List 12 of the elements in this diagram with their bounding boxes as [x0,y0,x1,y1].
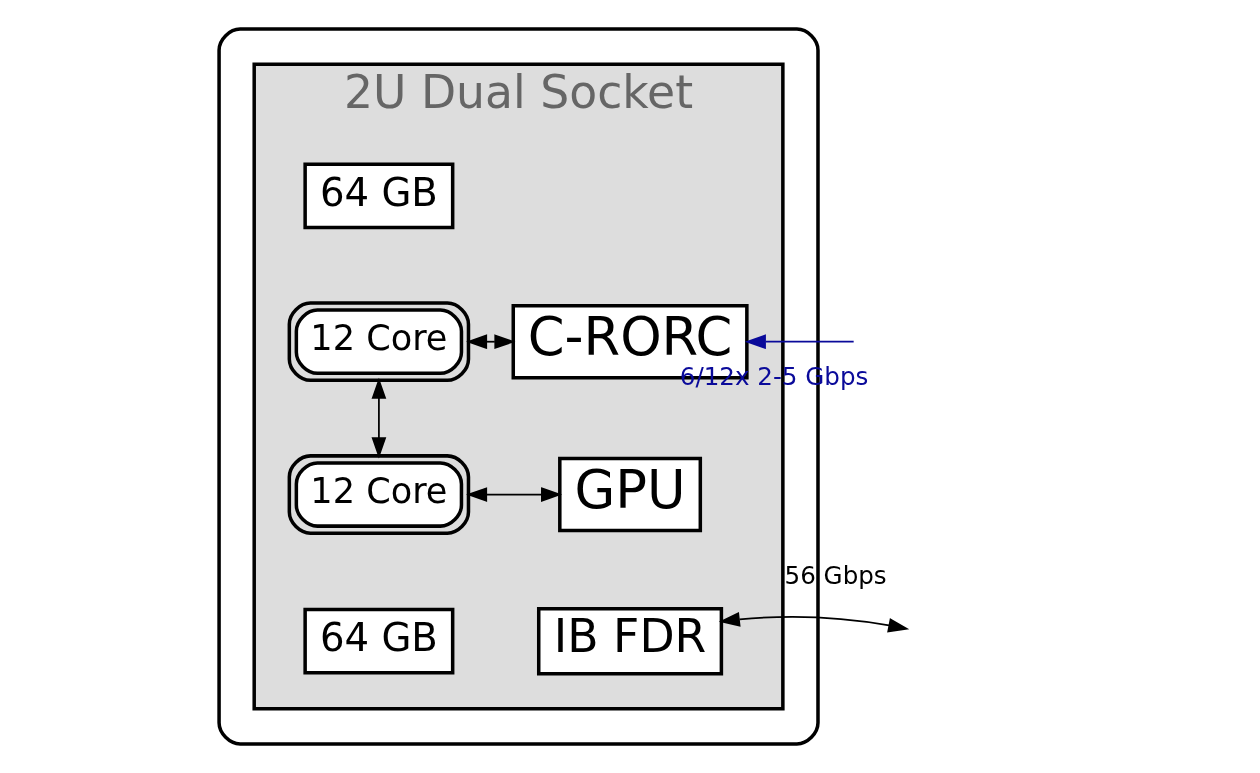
node-box: 64 GB [302,162,454,230]
arrow [465,487,562,502]
node-box: 64 GB [302,607,454,675]
node-box: GPU [557,456,702,533]
node-box: 12 Core [287,301,470,383]
arrow [718,612,909,633]
node-box: IB FDR [536,606,723,676]
arrow [744,334,855,350]
arrow [371,377,386,459]
edge-label: 56 Gbps [784,560,887,590]
arrow [465,334,515,350]
node-box: 12 Core [287,454,470,535]
